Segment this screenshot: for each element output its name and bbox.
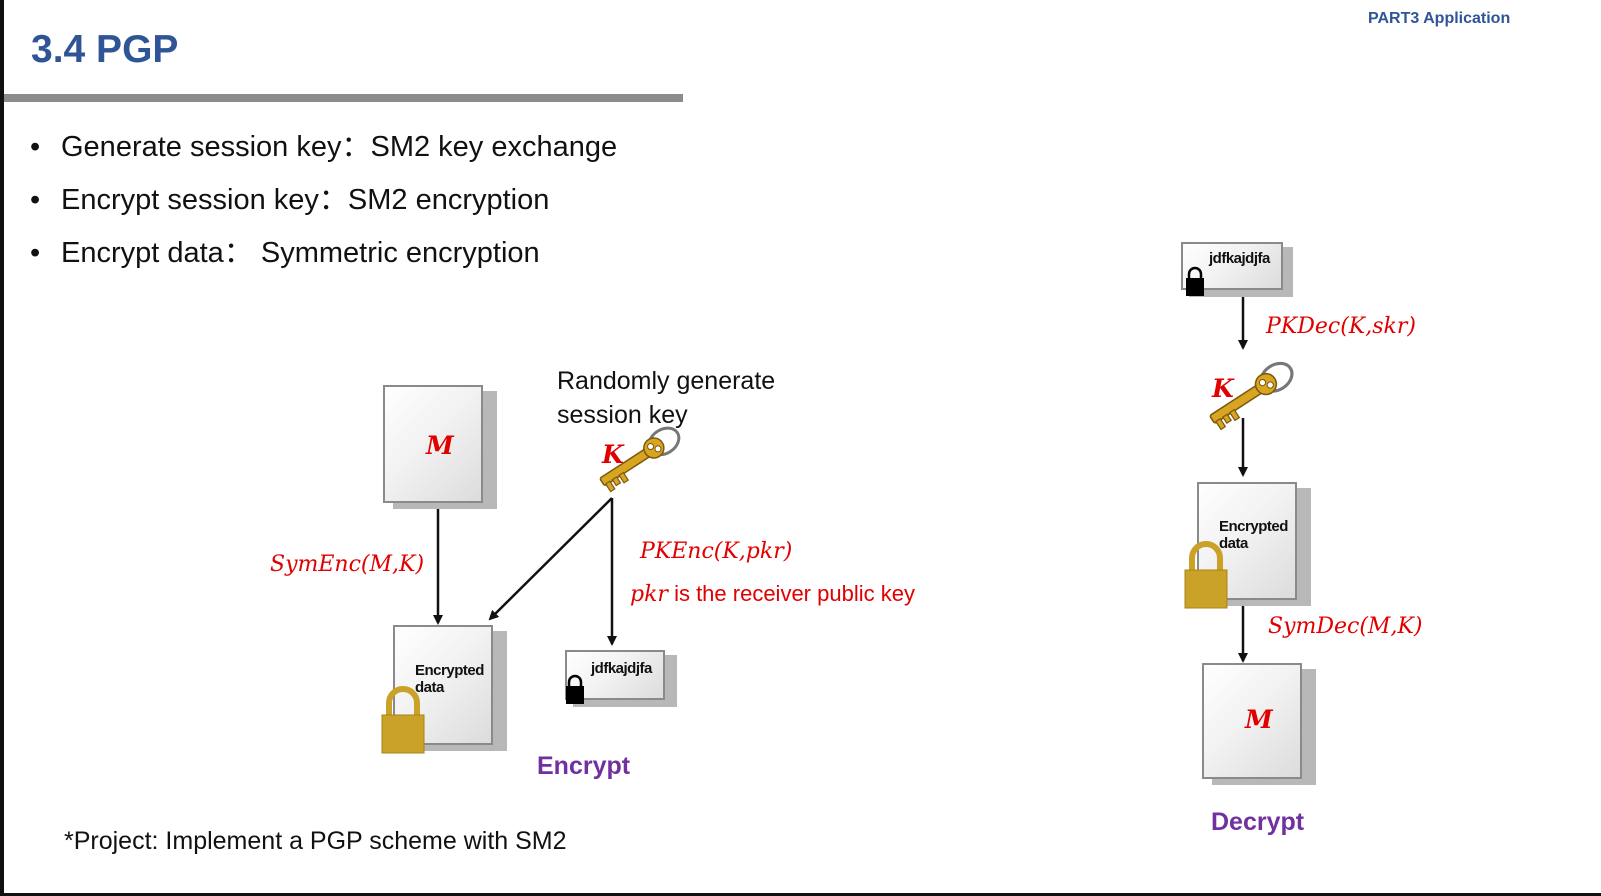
pk-description-text: is the receiver public key (674, 581, 915, 606)
sym-enc-formula: SymEnc(M,K) (270, 552, 425, 577)
ciphertext-document: jdfkajdjfa (565, 650, 677, 707)
message-letter: M (426, 431, 454, 460)
lock-icon (1184, 541, 1228, 609)
bullet-dot: • (30, 131, 41, 163)
ciphertext-label: jdfkajdjfa (1209, 250, 1270, 267)
lock-icon (566, 674, 584, 704)
bullet-dot: • (30, 184, 41, 216)
project-note: *Project: Implement a PGP scheme with SM… (64, 827, 567, 855)
key-icon (1209, 361, 1294, 431)
document-icon (393, 625, 493, 745)
bullet-text: Generate session key：SM2 key exchange (61, 131, 618, 163)
random-key-label-line2: session key (557, 401, 688, 429)
encrypted-data-label: Encrypted data (415, 662, 484, 696)
bullet-list: • Generate session key：SM2 key exchange •… (30, 130, 617, 289)
pk-enc-formula: PKEnc(K,pkr) (640, 539, 793, 564)
message-letter: M (1245, 705, 1273, 734)
pk-description: pkr is the receiver public key (630, 581, 915, 607)
bullet-text: Encrypt data： Symmetric encryption (61, 237, 540, 269)
bottom-border (0, 893, 1601, 896)
encrypted-data-document: Encrypted data (393, 625, 507, 751)
bullet-item: • Generate session key：SM2 key exchange (30, 130, 617, 183)
decrypt-section-label: Decrypt (1211, 808, 1305, 836)
random-key-label: Randomly generate session key (557, 364, 787, 432)
title-underline (4, 94, 683, 102)
left-border (0, 0, 4, 896)
random-key-label-line1: Randomly generate (557, 367, 776, 395)
bullet-dot: • (30, 237, 41, 269)
part-label: PART3 Application (1368, 10, 1511, 27)
arrow-key-to-encrypted (488, 497, 613, 621)
encrypt-section-label: Encrypt (537, 752, 631, 780)
key-icon (599, 426, 681, 493)
lock-icon (1186, 266, 1204, 296)
encrypted-data-document-decrypt: Encrypted data (1197, 482, 1311, 606)
sym-dec-formula: SymDec(M,K) (1268, 614, 1423, 639)
message-document: M (383, 385, 497, 509)
slide-title: 3.4 PGP (31, 28, 179, 71)
key-letter: K (602, 440, 624, 469)
ciphertext-label: jdfkajdjfa (591, 660, 652, 677)
bullet-item: • Encrypt data： Symmetric encryption (30, 236, 617, 289)
key-letter-decrypt: K (1212, 374, 1234, 403)
document-icon (1202, 663, 1302, 779)
pk-dec-formula: PKDec(K,skr) (1266, 314, 1416, 339)
bullet-text: Encrypt session key：SM2 encryption (61, 184, 550, 216)
document-icon (383, 385, 483, 503)
pk-symbol: pkr (630, 582, 668, 607)
message-document-decrypt: M (1202, 663, 1316, 785)
bullet-item: • Encrypt session key：SM2 encryption (30, 183, 617, 236)
encrypted-data-label: Encrypted data (1219, 518, 1288, 552)
lock-icon (381, 686, 425, 754)
